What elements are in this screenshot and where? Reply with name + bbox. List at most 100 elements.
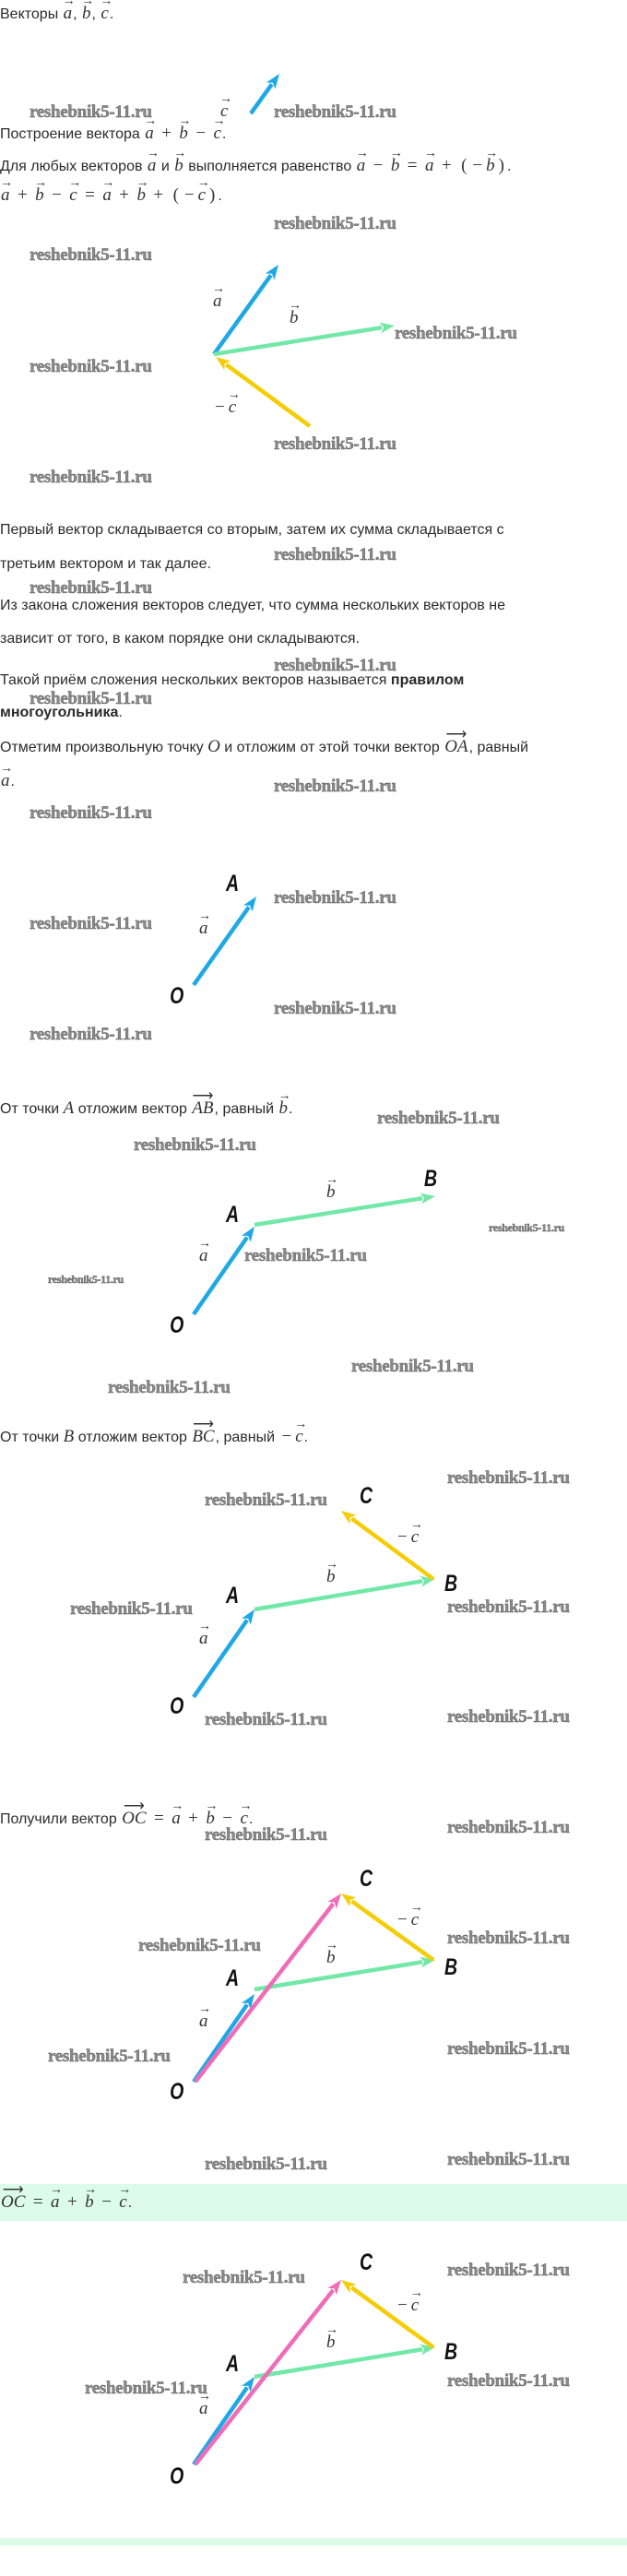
vector-symbol: a [424,142,435,178]
vector-symbol: b [81,0,92,26]
watermark: reshebnik5-11.ru [30,689,152,708]
vector-ab-arrow-shaft [254,2347,423,2380]
math-operator: ) [498,156,504,175]
vector-ab-arrow-shaft [254,1579,423,1612]
vector-symbol: c [410,2282,420,2318]
vector-ab-arrow [254,2344,435,2380]
vector-symbol: c [118,2178,128,2214]
arrowhead-icon [327,2280,341,2296]
watermark: reshebnik5-11.ru [30,803,152,823]
vector-symbol: OC [0,2178,27,2214]
vector-a-arrow [249,74,279,115]
vector-oc-arrow [194,1893,341,2083]
watermark: reshebnik5-11.ru [30,245,152,265]
watermark: reshebnik5-11.ru [447,1818,570,1837]
point-o-label: O [170,1693,184,1719]
watermark: reshebnik5-11.ru [138,1936,261,1955]
math-operator: − [373,156,384,175]
watermark: reshebnik5-11.ru [48,2047,171,2066]
vector-symbol: a [198,1998,209,2034]
vector-a-arrow-shaft [212,274,273,356]
point-a-label: A [225,1202,240,1228]
vector-symbol: a [101,172,112,208]
vector-oa-arrow-shaft [192,1236,249,1316]
math-operator: + [161,124,172,143]
watermark: reshebnik5-11.ru [274,656,396,675]
vector-symbol: c [239,1795,249,1831]
vector-a-label: a [198,1998,209,2034]
vector-a-arrow [212,265,278,356]
vector-bc-arrow [341,2280,435,2349]
vector-a-label: a [212,278,223,314]
arrowhead-icon [420,1193,435,1205]
math-operator: − [397,1527,408,1547]
watermark: reshebnik5-11.ru [274,888,396,908]
point-o-label: O [170,2079,184,2105]
vector-symbol: c [68,172,78,208]
vector-symbol: a [0,757,11,793]
vectors-intro: Векторы a, b, c. [0,0,113,26]
watermark: reshebnik5-11.ru [447,1929,570,1948]
math-operator: + [153,185,164,205]
vector-symbol: b [136,172,147,208]
arrowhead-icon [341,1893,357,1907]
math-symbol: B [63,1427,75,1446]
arrowhead-icon [241,1994,254,2010]
vector-symbol: b [205,1795,216,1831]
vector-oa-arrow-shaft [192,906,251,987]
polygon-rule-definition: Такой приём сложения нескольких векторов… [0,672,465,688]
vector-bc-arrow-shaft [350,1899,435,1962]
vector-symbol: b [278,1085,289,1121]
math-operator: − [183,185,195,205]
vector-symbol: a [171,1795,182,1831]
vector-symbol: b [325,2319,337,2355]
step1-text: Отметим произвольную точку O и отложим о… [0,723,528,759]
watermark: reshebnik5-11.ru [85,2379,207,2398]
point-b-label: B [444,2339,458,2365]
watermark: reshebnik5-11.ru [395,324,517,343]
vector-symbol: b [485,142,496,178]
vector-b-label: b [289,294,300,330]
watermark: reshebnik5-11.ru [30,357,152,376]
watermark: reshebnik5-11.ru [489,1221,565,1234]
arrowhead-icon [379,322,395,334]
arrowhead-icon [216,357,231,371]
vector-oa-arrow-shaft [192,2386,249,2466]
math-operator: ( [172,185,179,205]
math-operator: − [215,398,225,417]
vector-oa-arrow [192,1994,254,2083]
vector-symbol: a [198,1232,209,1268]
result-text: Получили вектор OC = a + b − c. [0,1795,253,1831]
watermark: reshebnik5-11.ru [447,2371,570,2391]
math-operator: = [85,185,95,205]
answer-formula: OC = a + b − c. [0,2178,132,2214]
vector-minus-c-label: −c [395,2282,420,2318]
math-operator: − [222,1809,232,1828]
answer-highlight-bottom [0,2538,627,2546]
step1-text: a. [0,757,15,793]
watermark: reshebnik5-11.ru [447,1707,570,1727]
point-o-label: O [170,2463,184,2489]
watermark: reshebnik5-11.ru [30,1025,152,1044]
math-operator: − [397,2296,408,2315]
watermark: reshebnik5-11.ru [447,2261,570,2280]
watermark: reshebnik5-11.ru [30,468,152,487]
bold-term: многоугольника [0,705,119,720]
math-operator: + [119,185,129,205]
vector-oa-arrow [192,1227,254,1316]
point-b-label: B [444,1954,458,1980]
vector-minus-c-label: −c [395,1896,420,1932]
math-operator: − [472,156,483,175]
vector-ab-arrow-shaft [254,1960,423,1992]
vector-symbol: a [198,1615,209,1651]
polygon-rule-text: третьим вектором и так далее. [0,556,212,572]
math-operator: ( [461,156,467,175]
point-o-label: O [170,1312,184,1338]
watermark: reshebnik5-11.ru [30,102,152,122]
vector-oa-arrow-shaft [192,2003,249,2083]
vector-symbol: a [147,142,158,178]
arrowhead-icon [341,1511,357,1525]
point-c-label: C [359,1866,373,1892]
